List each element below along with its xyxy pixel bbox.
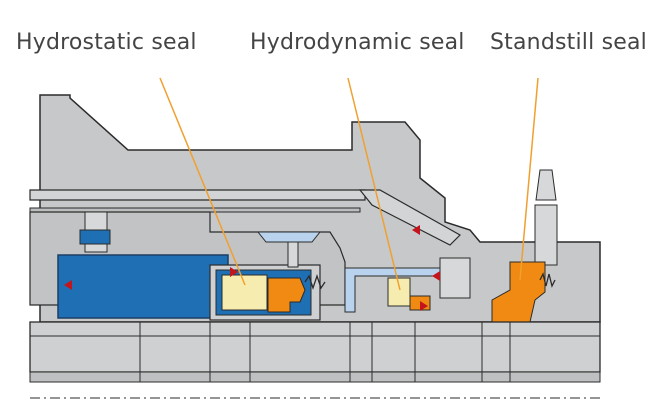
- standstill-spring: [539, 272, 556, 288]
- leader-lines: [159, 77, 539, 291]
- hydrostatic-seal-ring: [221, 274, 268, 311]
- pillar-cap: [79, 229, 111, 245]
- standstill-seal-label: Standstill seal: [490, 30, 647, 55]
- shaft: [29, 321, 601, 373]
- upper-duct-lower: [29, 207, 361, 213]
- standstill-column: [534, 204, 558, 266]
- inclined-duct: [358, 189, 461, 246]
- standstill-top: [535, 169, 557, 201]
- hydrodynamic-seal-label: Hydrodynamic seal: [250, 30, 465, 55]
- stem-top: [256, 231, 322, 243]
- hydrostatic-seal-label: Hydrostatic seal: [16, 30, 197, 55]
- hydrodynamic-seal-body: [387, 277, 411, 307]
- flow-arrows: [64, 225, 440, 311]
- hydrostatic-spring: [304, 273, 326, 291]
- hydrostatic-seal-orange: [267, 277, 306, 313]
- shaft-segment-lines: [139, 322, 511, 382]
- shaft-lower: [29, 371, 601, 383]
- upper-duct: [29, 189, 366, 201]
- hydrodynamic-block: [439, 257, 471, 299]
- hydraulic-chamber: [57, 254, 229, 319]
